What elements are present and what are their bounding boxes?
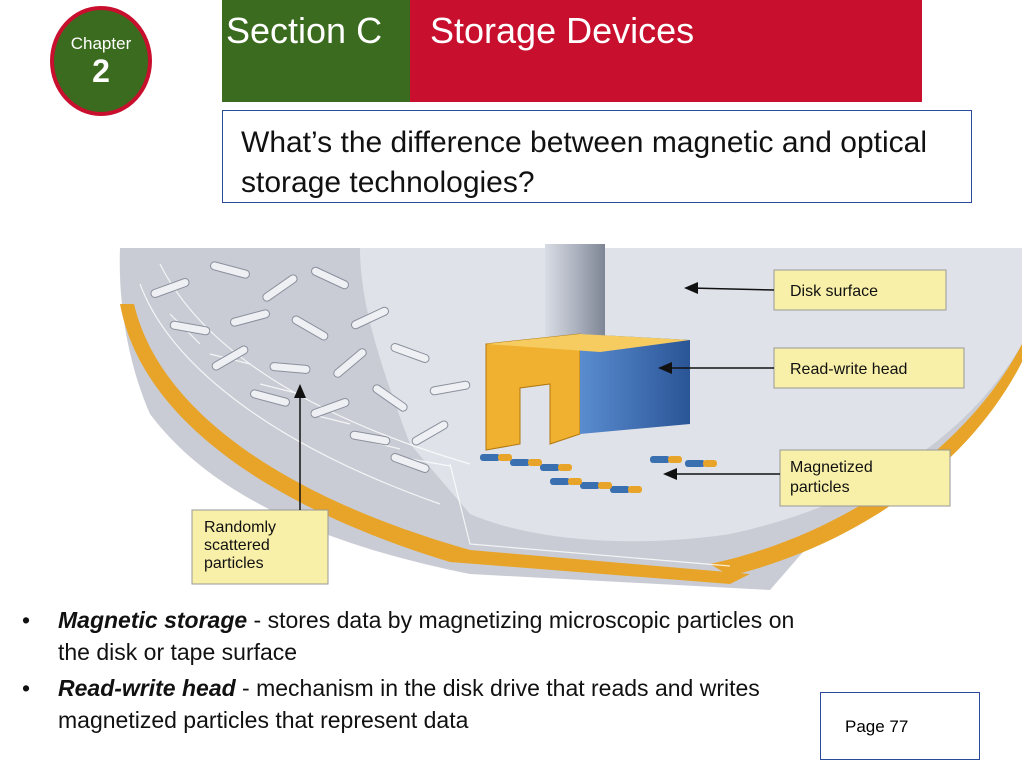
- section-label: Section C: [226, 10, 383, 51]
- random-particles: [150, 261, 471, 473]
- bullet-list: • Magnetic storage - stores data by magn…: [20, 604, 810, 740]
- callout-magnetized-line1: Magnetized: [790, 459, 873, 476]
- magnetized-particles: [480, 454, 717, 493]
- page-reference: Page 77: [820, 692, 980, 760]
- callout-random-particles: Randomly scattered particles: [191, 384, 329, 585]
- callout-random-line1: Randomly: [204, 519, 276, 536]
- callout-disk-surface: Disk surface: [684, 269, 947, 311]
- page-reference-text: Page 77: [845, 717, 909, 736]
- slide-title: Storage Devices: [430, 10, 695, 51]
- callout-magnetized-line2: particles: [790, 479, 850, 496]
- read-write-head-blue: [580, 334, 690, 434]
- read-write-head-top: [486, 334, 690, 352]
- callout-disk-surface-text: Disk surface: [790, 283, 878, 300]
- chapter-badge: Chapter 2: [50, 6, 152, 116]
- section-header: Section C: [222, 0, 410, 102]
- bullet-read-write-head: • Read-write head - mechanism in the dis…: [22, 675, 760, 733]
- question-text: What’s the difference between magnetic a…: [241, 126, 927, 199]
- chapter-number: 2: [92, 53, 110, 89]
- bullet-term: Magnetic storage: [58, 607, 248, 633]
- chapter-label: Chapter: [70, 34, 132, 53]
- callout-read-write-head-text: Read-write head: [790, 361, 907, 378]
- bullet-text: - stores data by magnetizing microscopic…: [58, 607, 795, 665]
- title-header: Storage Devices: [410, 0, 922, 102]
- callout-random-line2: scattered: [204, 537, 270, 554]
- callout-read-write-head: Read-write head: [658, 347, 965, 389]
- bullet-text: - mechanism in the disk drive that reads…: [58, 675, 760, 733]
- disk-surface-diagram: Disk surface Read-write head Magnetized …: [119, 244, 1022, 590]
- bullet-term: Read-write head: [58, 675, 236, 701]
- question-box: What’s the difference between magnetic a…: [222, 110, 972, 203]
- callout-magnetized-particles: Magnetized particles: [663, 449, 951, 507]
- callout-random-line3: particles: [204, 555, 264, 572]
- bullet-magnetic-storage: • Magnetic storage - stores data by magn…: [22, 607, 795, 665]
- track-segments: [139, 263, 731, 567]
